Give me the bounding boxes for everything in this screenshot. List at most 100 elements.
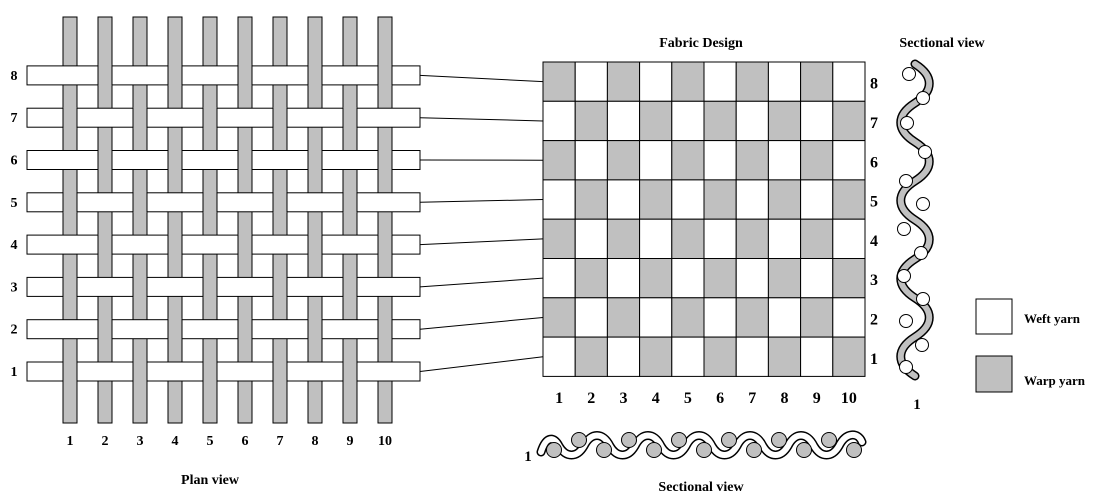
- warp-crossover: [63, 191, 77, 213]
- warp-crossover: [168, 149, 182, 171]
- warp-crossover: [63, 361, 77, 382]
- warp-crossover: [308, 318, 322, 340]
- weft-yarn-strip: [26, 361, 421, 382]
- sectional-view-bottom-title: Sectional view: [658, 480, 744, 495]
- row-connector-line: [419, 74, 544, 83]
- warp-crossover: [308, 149, 322, 171]
- grid-cell-warp: [639, 100, 673, 142]
- warp-crossover: [63, 107, 77, 129]
- warp-crossover: [343, 191, 357, 213]
- grid-cell-warp: [703, 258, 737, 299]
- grid-cell-weft: [832, 140, 866, 181]
- grid-cell-weft: [800, 336, 834, 377]
- warp-yarn-cross-section: [721, 432, 737, 448]
- warp-yarn-cross-section: [746, 442, 762, 458]
- grid-cell-warp: [832, 336, 866, 377]
- grid-cell-weft: [606, 258, 641, 299]
- row-connector-lines: [419, 74, 544, 372]
- grid-cell-warp: [574, 100, 608, 142]
- warp-crossover: [273, 276, 287, 298]
- warp-crossover: [203, 107, 217, 129]
- warp-crossover: [238, 234, 252, 256]
- grid-cell-warp: [800, 61, 834, 102]
- sectional-view-bottom: 1 Sectional view: [524, 430, 867, 495]
- warp-crossover: [378, 234, 392, 256]
- grid-col-label: 3: [620, 390, 628, 407]
- grid-cell-weft: [767, 140, 802, 181]
- weft-yarn-cross-section: [897, 222, 911, 236]
- warp-crossover: [168, 318, 182, 340]
- grid-cell-warp: [542, 61, 576, 102]
- grid-cell-warp: [574, 179, 608, 220]
- grid-cell-warp: [832, 258, 866, 299]
- grid-cell-weft: [574, 61, 608, 102]
- grid-cell-warp: [606, 297, 641, 338]
- grid-cell-warp: [671, 218, 705, 259]
- warp-crossover: [378, 149, 392, 171]
- warp-crossover: [203, 276, 217, 298]
- plan-row-label: 6: [11, 154, 18, 169]
- grid-col-label: 5: [684, 390, 692, 407]
- grid-col-label: 7: [748, 390, 756, 407]
- weft-yarn-cross-section: [899, 314, 913, 328]
- warp-crossover: [238, 149, 252, 171]
- plan-row-label: 4: [11, 238, 18, 253]
- grid-cell-weft: [800, 258, 834, 299]
- grid-row-label: 2: [870, 311, 878, 328]
- grid-row-label: 3: [870, 272, 878, 289]
- weft-yarn-cross-section: [916, 197, 930, 211]
- warp-crossover: [308, 64, 322, 86]
- sectional-view-right-title: Sectional view: [899, 36, 985, 51]
- grid-cell-weft: [735, 258, 769, 299]
- weft-yarn-strip: [26, 65, 421, 86]
- grid-row-label: 5: [870, 194, 878, 211]
- warp-yarn-wave-vertical-fill: [897, 61, 933, 379]
- warp-yarn-cross-section: [546, 442, 562, 458]
- warp-crossover: [203, 361, 217, 382]
- warp-crossover: [133, 276, 147, 298]
- warp-yarn-cross-section: [596, 442, 612, 458]
- plan-col-label: 4: [172, 434, 179, 449]
- grid-cell-warp: [832, 100, 866, 142]
- grid-cell-weft: [832, 297, 866, 338]
- plan-col-label: 10: [378, 434, 392, 449]
- warp-yarn-cross-section: [696, 442, 712, 458]
- warp-crossover: [98, 64, 112, 86]
- grid-cell-weft: [767, 297, 802, 338]
- warp-crossover: [168, 64, 182, 86]
- plan-col-label: 1: [67, 434, 74, 449]
- warp-crossover: [308, 234, 322, 256]
- grid-cell-weft: [671, 100, 705, 142]
- weft-yarn-cross-section: [916, 91, 930, 105]
- plan-row-label: 2: [11, 323, 18, 338]
- warp-crossover: [238, 64, 252, 86]
- grid-cell-warp: [703, 100, 737, 142]
- warp-yarn-cross-section: [846, 442, 862, 458]
- grid-cell-warp: [574, 336, 608, 377]
- grid-cell-warp: [800, 297, 834, 338]
- grid-cell-warp: [832, 179, 866, 220]
- warp-yarn-cross-section: [621, 432, 637, 448]
- grid-row-label: 4: [870, 233, 878, 250]
- sectional-view-right-label: 1: [913, 397, 921, 413]
- plan-col-label: 3: [137, 434, 144, 449]
- grid-cell-weft: [574, 218, 608, 259]
- warp-yarn-cross-section: [671, 432, 687, 448]
- warp-crossover: [203, 191, 217, 213]
- row-connector-line: [419, 238, 544, 246]
- grid-cell-weft: [671, 179, 705, 220]
- grid-cell-warp: [735, 218, 769, 259]
- weft-yarn-cross-sections-vertical: [897, 67, 932, 374]
- grid-cell-warp: [767, 100, 802, 142]
- grid-cell-warp: [800, 218, 834, 259]
- warp-crossover: [273, 361, 287, 382]
- plan-row-label: 3: [11, 280, 18, 295]
- sectional-view-right: Sectional view 1: [896, 36, 985, 413]
- grid-row-label: 6: [870, 154, 878, 171]
- grid-cell-weft: [542, 179, 576, 220]
- grid-cell-weft: [606, 179, 641, 220]
- warp-crossover: [343, 107, 357, 129]
